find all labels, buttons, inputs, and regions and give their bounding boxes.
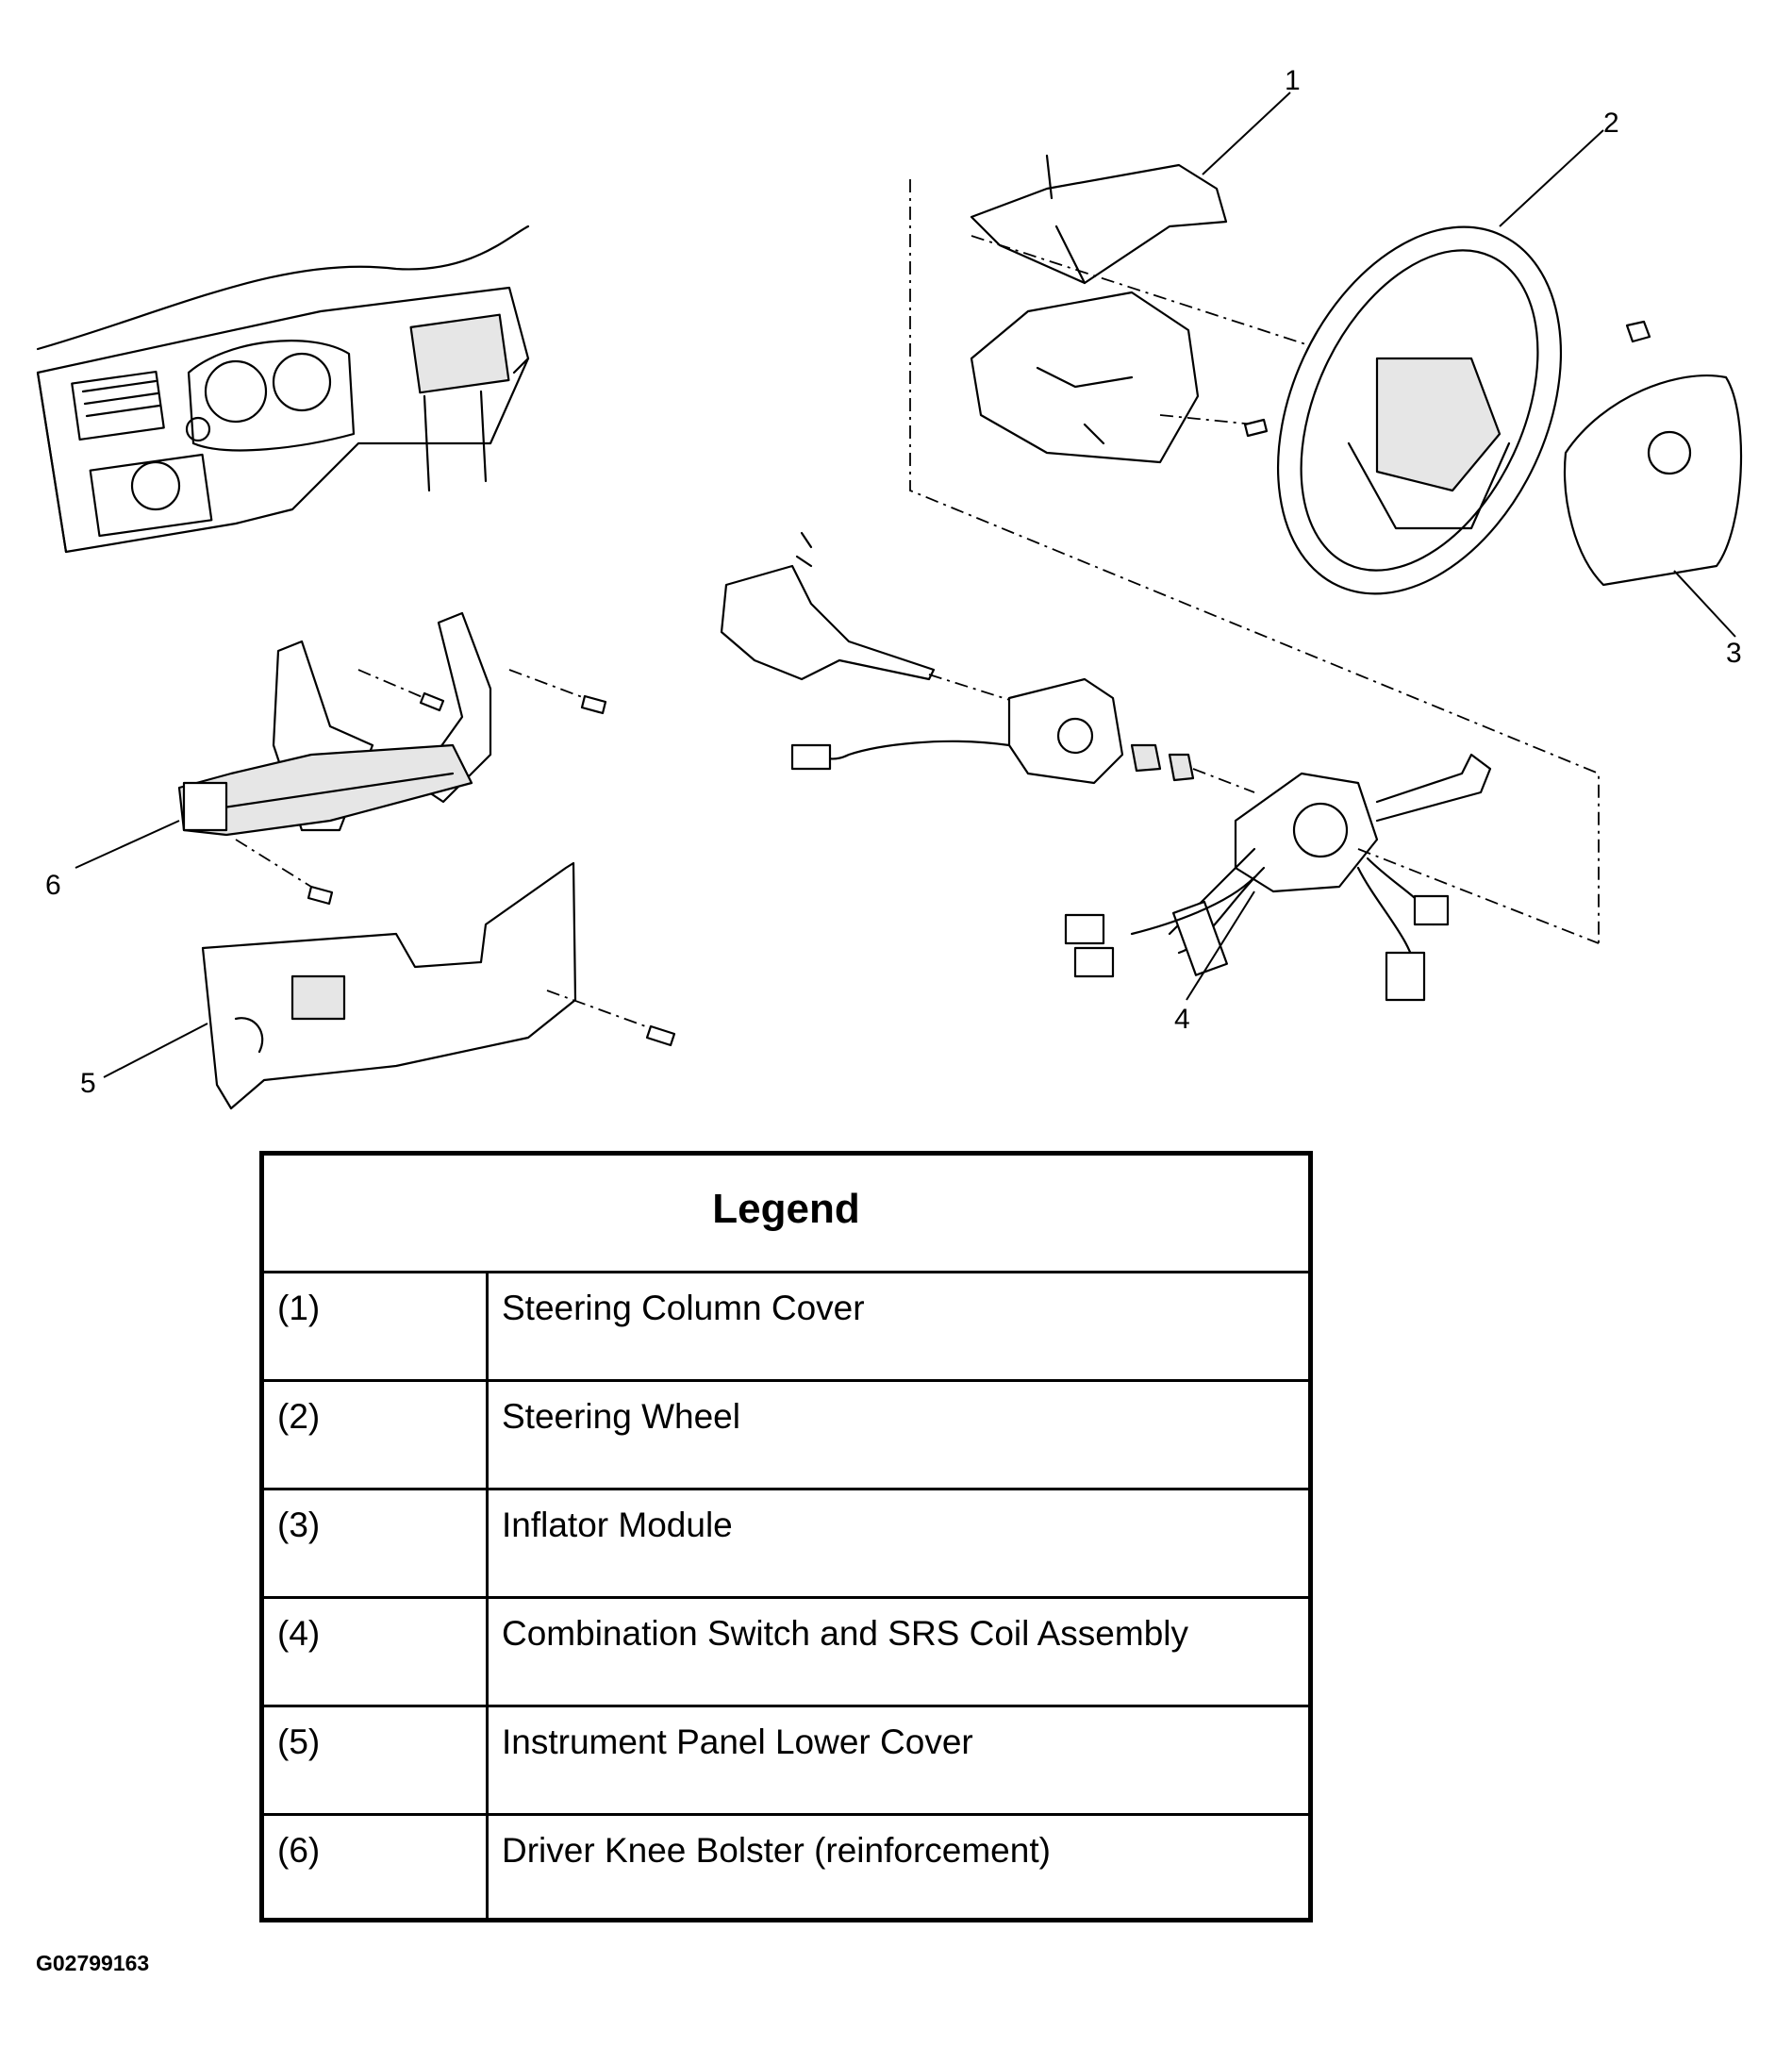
callout-1: 1 xyxy=(1285,65,1301,96)
legend-row-description: Steering Wheel xyxy=(502,1397,740,1436)
legend-row: (2) Steering Wheel xyxy=(264,1382,1308,1490)
legend-row: (4) Combination Switch and SRS Coil Asse… xyxy=(264,1599,1308,1707)
switch-harness-illustration xyxy=(790,677,1255,793)
legend-row: (3) Inflator Module xyxy=(264,1490,1308,1599)
legend-row-description: Combination Switch and SRS Coil Assembly xyxy=(502,1614,1188,1653)
column-cover-illustration xyxy=(909,154,1600,943)
knee-bolster-illustration xyxy=(177,611,607,906)
lower-cover-illustration xyxy=(201,861,676,1110)
legend-row-number: (3) xyxy=(264,1490,489,1596)
legend-table: Legend (1) Steering Column Cover (2) Ste… xyxy=(259,1151,1313,1922)
legend-row-description: Steering Column Cover xyxy=(502,1289,865,1327)
legend-row-number: (5) xyxy=(264,1707,489,1813)
legend-row-description: Instrument Panel Lower Cover xyxy=(502,1722,973,1761)
legend-row: (1) Steering Column Cover xyxy=(264,1273,1308,1382)
callout-4: 4 xyxy=(1174,1004,1190,1035)
legend-row-number: (4) xyxy=(264,1599,489,1705)
combination-switch-illustration xyxy=(1064,753,1600,1002)
figure-id: G02799163 xyxy=(36,1951,150,1975)
inflator-module-illustration xyxy=(1563,374,1743,587)
callout-6: 6 xyxy=(45,870,61,901)
legend-row-description: Driver Knee Bolster (reinforcement) xyxy=(502,1831,1051,1870)
legend-row-number: (6) xyxy=(264,1816,489,1922)
callout-5: 5 xyxy=(80,1068,96,1099)
legend-row: (6) Driver Knee Bolster (reinforcement) xyxy=(264,1816,1308,1922)
legend-row-number: (2) xyxy=(264,1382,489,1488)
column-lock-illustration xyxy=(720,531,1020,704)
legend-row-number: (1) xyxy=(264,1273,489,1379)
instrument-panel-illustration xyxy=(36,225,530,554)
exploded-view-diagram: 1 2 3 4 5 6 xyxy=(36,65,1743,1110)
steering-wheel-illustration xyxy=(1276,225,1651,595)
legend-row: (5) Instrument Panel Lower Cover xyxy=(264,1707,1308,1816)
callout-3: 3 xyxy=(1726,638,1742,669)
legend-title: Legend xyxy=(264,1156,1308,1273)
callout-2: 2 xyxy=(1603,108,1619,139)
legend-row-description: Inflator Module xyxy=(502,1506,733,1544)
